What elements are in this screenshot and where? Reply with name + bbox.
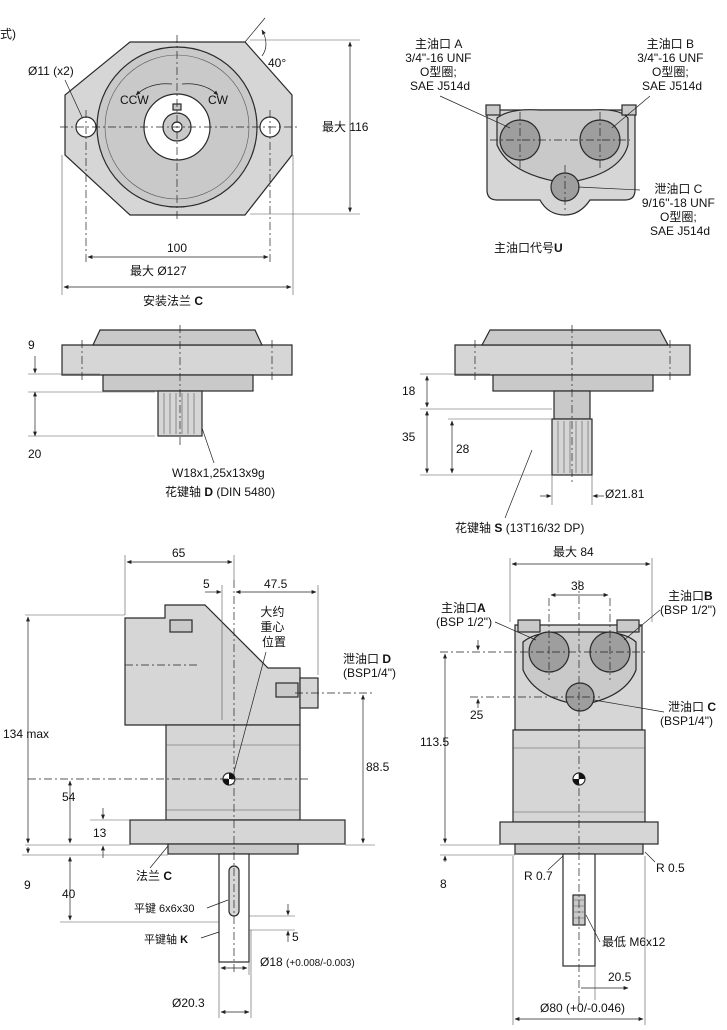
front-r07: R 0.7 <box>524 869 553 883</box>
spline-shaft-d <box>157 390 203 437</box>
shaft-d-spec: W18x1,25x13x9g <box>172 466 265 480</box>
front-r05: R 0.5 <box>656 861 685 875</box>
port-b-front-label: 主油口B <box>668 589 713 603</box>
shaft-d-dim-9: 9 <box>28 338 35 352</box>
side-flange <box>129 819 346 845</box>
shaft-s-view: 18 35 28 Ø21.81 花键轴 S (13T16/32 DP) <box>402 325 691 535</box>
front-dim-113-5: 113.5 <box>420 735 449 749</box>
shaft-s-dia: Ø21.81 <box>605 487 645 501</box>
side-dim-5: 5 <box>203 577 210 591</box>
side-dim-88-5: 88.5 <box>366 760 390 774</box>
shaft-d-caption: 花键轴 D (DIN 5480) <box>165 484 275 499</box>
shaft-s-caption: 花键轴 S (13T16/32 DP) <box>455 520 584 535</box>
port-a-front-spec: (BSP 1/2") <box>436 615 492 629</box>
front-dim-25: 25 <box>470 708 484 722</box>
drain-c-front-spec: (BSP1/4") <box>660 714 713 728</box>
port-b-front-spec: (BSP 1/2") <box>660 603 716 617</box>
drain-d-label: 泄油口 D <box>343 652 391 666</box>
shaft-s-dim-35: 35 <box>402 430 416 444</box>
bolt-spacing-label: 100 <box>167 241 187 255</box>
flange-side-d <box>61 344 293 376</box>
max-dia-label: 最大 Ø127 <box>130 264 187 278</box>
front-view: 最大 84 38 主油口A (BSP 1/2") 主油口B (BSP 1/2")… <box>420 545 716 1025</box>
cw-arrow <box>181 83 219 96</box>
side-dim-54: 54 <box>62 790 76 804</box>
port-view-u: 主油口 A 3/4"-16 UNF O型圈; SAE J514d 主油口 B 3… <box>405 37 718 255</box>
shaft-d-view: 9 20 W18x1,25x13x9g 花键轴 D (DIN 5480) <box>28 325 293 499</box>
front-thread: 最低 M6x12 <box>602 935 666 949</box>
side-dim-47-5: 47.5 <box>264 577 288 591</box>
side-dim-13: 13 <box>93 826 107 840</box>
flange-caption: 安装法兰 C <box>143 293 203 308</box>
cw-label: CW <box>208 93 229 107</box>
key-label: 平键 6x6x30 <box>134 901 195 915</box>
front-max-84: 最大 84 <box>553 545 594 559</box>
side-dim-65: 65 <box>172 546 186 560</box>
port-a-front-label: 主油口A <box>441 601 486 615</box>
angle-label: 40° <box>268 56 286 70</box>
shaft-s-dim-18: 18 <box>402 384 416 398</box>
shaft-d-dim-20: 20 <box>28 447 42 461</box>
front-dim-8: 8 <box>440 877 447 891</box>
port-u-caption: 主油口代号U <box>494 241 563 255</box>
port-b-u-label: 主油口 B 3/4"-16 UNF O型圈; SAE J514d <box>637 37 707 93</box>
flange-side-s <box>454 344 691 376</box>
height-label: 最大 116 <box>322 120 369 134</box>
cog-label: 大约 重心 位置 <box>260 604 287 649</box>
key-shaft-label: 平键轴 K <box>144 932 188 946</box>
shaft-s-dim-28: 28 <box>456 442 470 456</box>
drain-c-u-label: 泄油口 C 9/16"-18 UNF O型圈; SAE J514d <box>642 182 718 238</box>
ccw-label: CCW <box>120 93 149 107</box>
side-dim-5b: 5 <box>292 930 299 944</box>
dia-18-label: Ø18 (+0.008/-0.003) <box>260 955 355 969</box>
front-dia-80: Ø80 (+0/-0.046) <box>540 1001 625 1015</box>
side-dim-9: 9 <box>24 878 31 892</box>
corner-text-fragment: 式) <box>0 27 16 41</box>
side-housing <box>165 724 301 821</box>
hole-label: Ø11 (x2) <box>28 64 74 78</box>
side-dim-134: 134 max <box>3 727 49 741</box>
side-view: 65 5 47.5 大约 重心 位置 泄油口 D (BSP1/4") 134 m… <box>3 546 396 1018</box>
ccw-arrow <box>135 83 173 96</box>
front-dim-38: 38 <box>571 579 585 593</box>
side-dim-40: 40 <box>62 887 76 901</box>
drain-d-spec: (BSP1/4") <box>343 666 396 680</box>
side-flange-label: 法兰 C <box>136 869 172 883</box>
dia-20-3-label: Ø20.3 <box>172 996 205 1010</box>
drain-c-front-label: 泄油口 C <box>668 700 716 714</box>
port-a-u-label: 主油口 A 3/4"-16 UNF O型圈; SAE J514d <box>405 37 475 93</box>
front-dim-20-5: 20.5 <box>608 970 632 984</box>
flange-view: CCW CW Ø11 (x2) 40° 最大 116 100 最大 Ø127 安… <box>28 17 369 308</box>
